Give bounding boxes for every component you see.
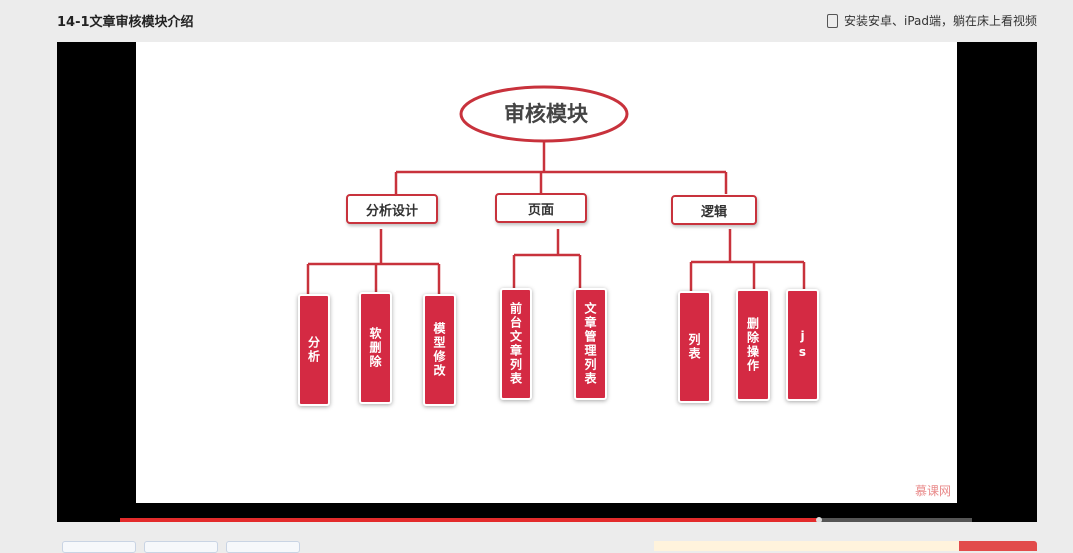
leaf-js: js [786, 289, 819, 401]
progress-fill [120, 518, 819, 522]
leaf-analysis: 分析 [298, 294, 330, 406]
app-promo-link[interactable]: 安装安卓、iPad端，躺在床上看视频 [826, 12, 1037, 29]
video-frame: 审核模块 分析设计 页面 逻辑 分析 软删除 模型修改 前台文章列表 文章管理列… [136, 42, 957, 503]
tree-connectors [306, 85, 806, 294]
watermark-logo: 慕课网 [914, 484, 951, 498]
video-player[interactable]: 审核模块 分析设计 页面 逻辑 分析 软删除 模型修改 前台文章列表 文章管理列… [57, 42, 1037, 522]
tablet-icon [826, 13, 838, 28]
group-logic: 逻辑 [671, 195, 757, 225]
group-design: 分析设计 [346, 194, 438, 224]
leaf-soft-delete: 软删除 [359, 292, 392, 404]
leaf-article-admin-list: 文章管理列表 [574, 288, 607, 400]
page-title: 14-1文章审核模块介绍 [57, 15, 194, 30]
primary-action-button[interactable] [959, 541, 1037, 551]
leaf-front-article-list: 前台文章列表 [500, 288, 532, 400]
progress-handle[interactable] [815, 517, 822, 522]
progress-bar[interactable] [120, 517, 972, 522]
promo-text: 安装安卓、iPad端，躺在床上看视频 [843, 14, 1037, 28]
leaf-list: 列表 [678, 291, 711, 403]
action-button-3[interactable] [226, 541, 300, 553]
tree-root: 审核模块 [504, 102, 588, 126]
action-button-2[interactable] [144, 541, 218, 553]
leaf-model-change: 模型修改 [423, 294, 456, 406]
action-button-1[interactable] [62, 541, 136, 553]
leaf-delete-operation: 删除操作 [736, 289, 770, 401]
group-pages: 页面 [495, 193, 587, 223]
notice-bar [654, 541, 959, 551]
